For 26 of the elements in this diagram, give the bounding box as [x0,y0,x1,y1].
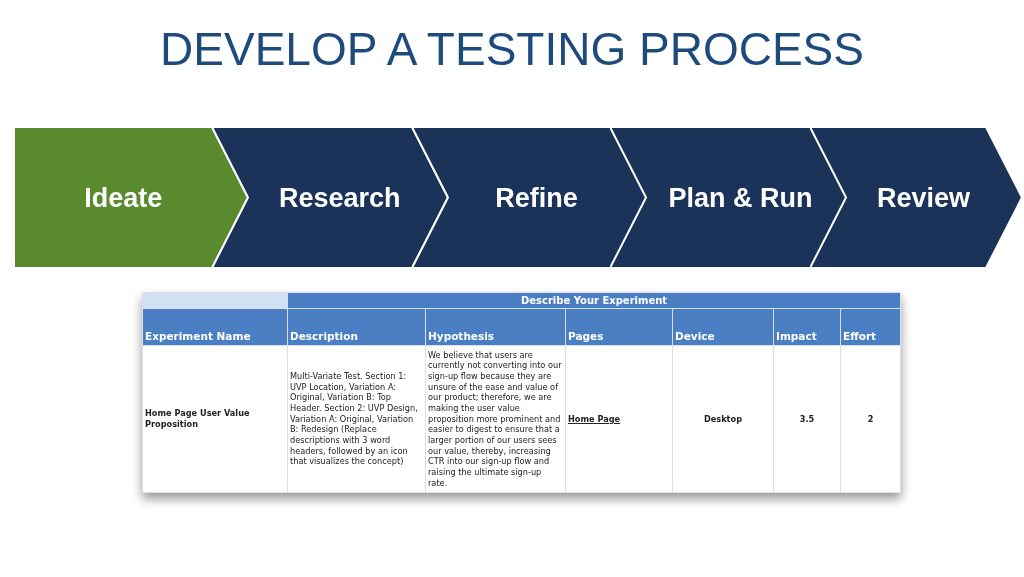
table-text: Desktop [703,413,743,424]
link: Home Page [568,413,621,424]
column-header: Hypothesis [428,330,495,343]
slide-title: DEVELOP A TESTING PROCESS [159,22,865,76]
table-text: We believe that users are currently not converting into our sign-up flow because they are unsure of the ease and value of our product; therefore, we are making the user value proposition more prominent and easier to digest to ensure that a larger portion of our users sees our value, thereby, increasing CTR into our sign-up flow and raising the ultimate sign-up rate. [428,349,562,488]
column-header: Experiment Name [145,330,251,343]
column-header: Effort [843,330,877,343]
step-label: Plan & Run [668,183,813,214]
table-title: Describe Your Experiment [520,295,668,306]
step-label: Review [876,183,970,214]
step-label: Research [278,183,401,214]
step-label: Refine [495,183,578,214]
table-text: Home Page User Value Proposition [145,408,250,429]
chevron-step [212,127,448,268]
chevron-step [610,127,848,268]
table-text: Multi-Variate Test. Section 1: UVP Location, Variation A: Original, Variation B: Top Header. Section 2: UVP Design, Variation A: Original, Variation B: Redesign (Replace descriptions with 3 word headers, followed by an icon that visualizes the concept) [290,371,418,467]
chevron-step [412,127,648,268]
column-header: Impact [776,330,817,343]
chevron-step [14,127,248,268]
column-header: Device [675,330,715,343]
column-header: Description [290,330,358,343]
table-text: 3.5 [799,413,815,424]
column-header: Pages [568,330,604,343]
table-text: 2 [867,413,874,424]
chevron-step [810,127,1022,268]
step-label: Ideate [84,183,163,214]
